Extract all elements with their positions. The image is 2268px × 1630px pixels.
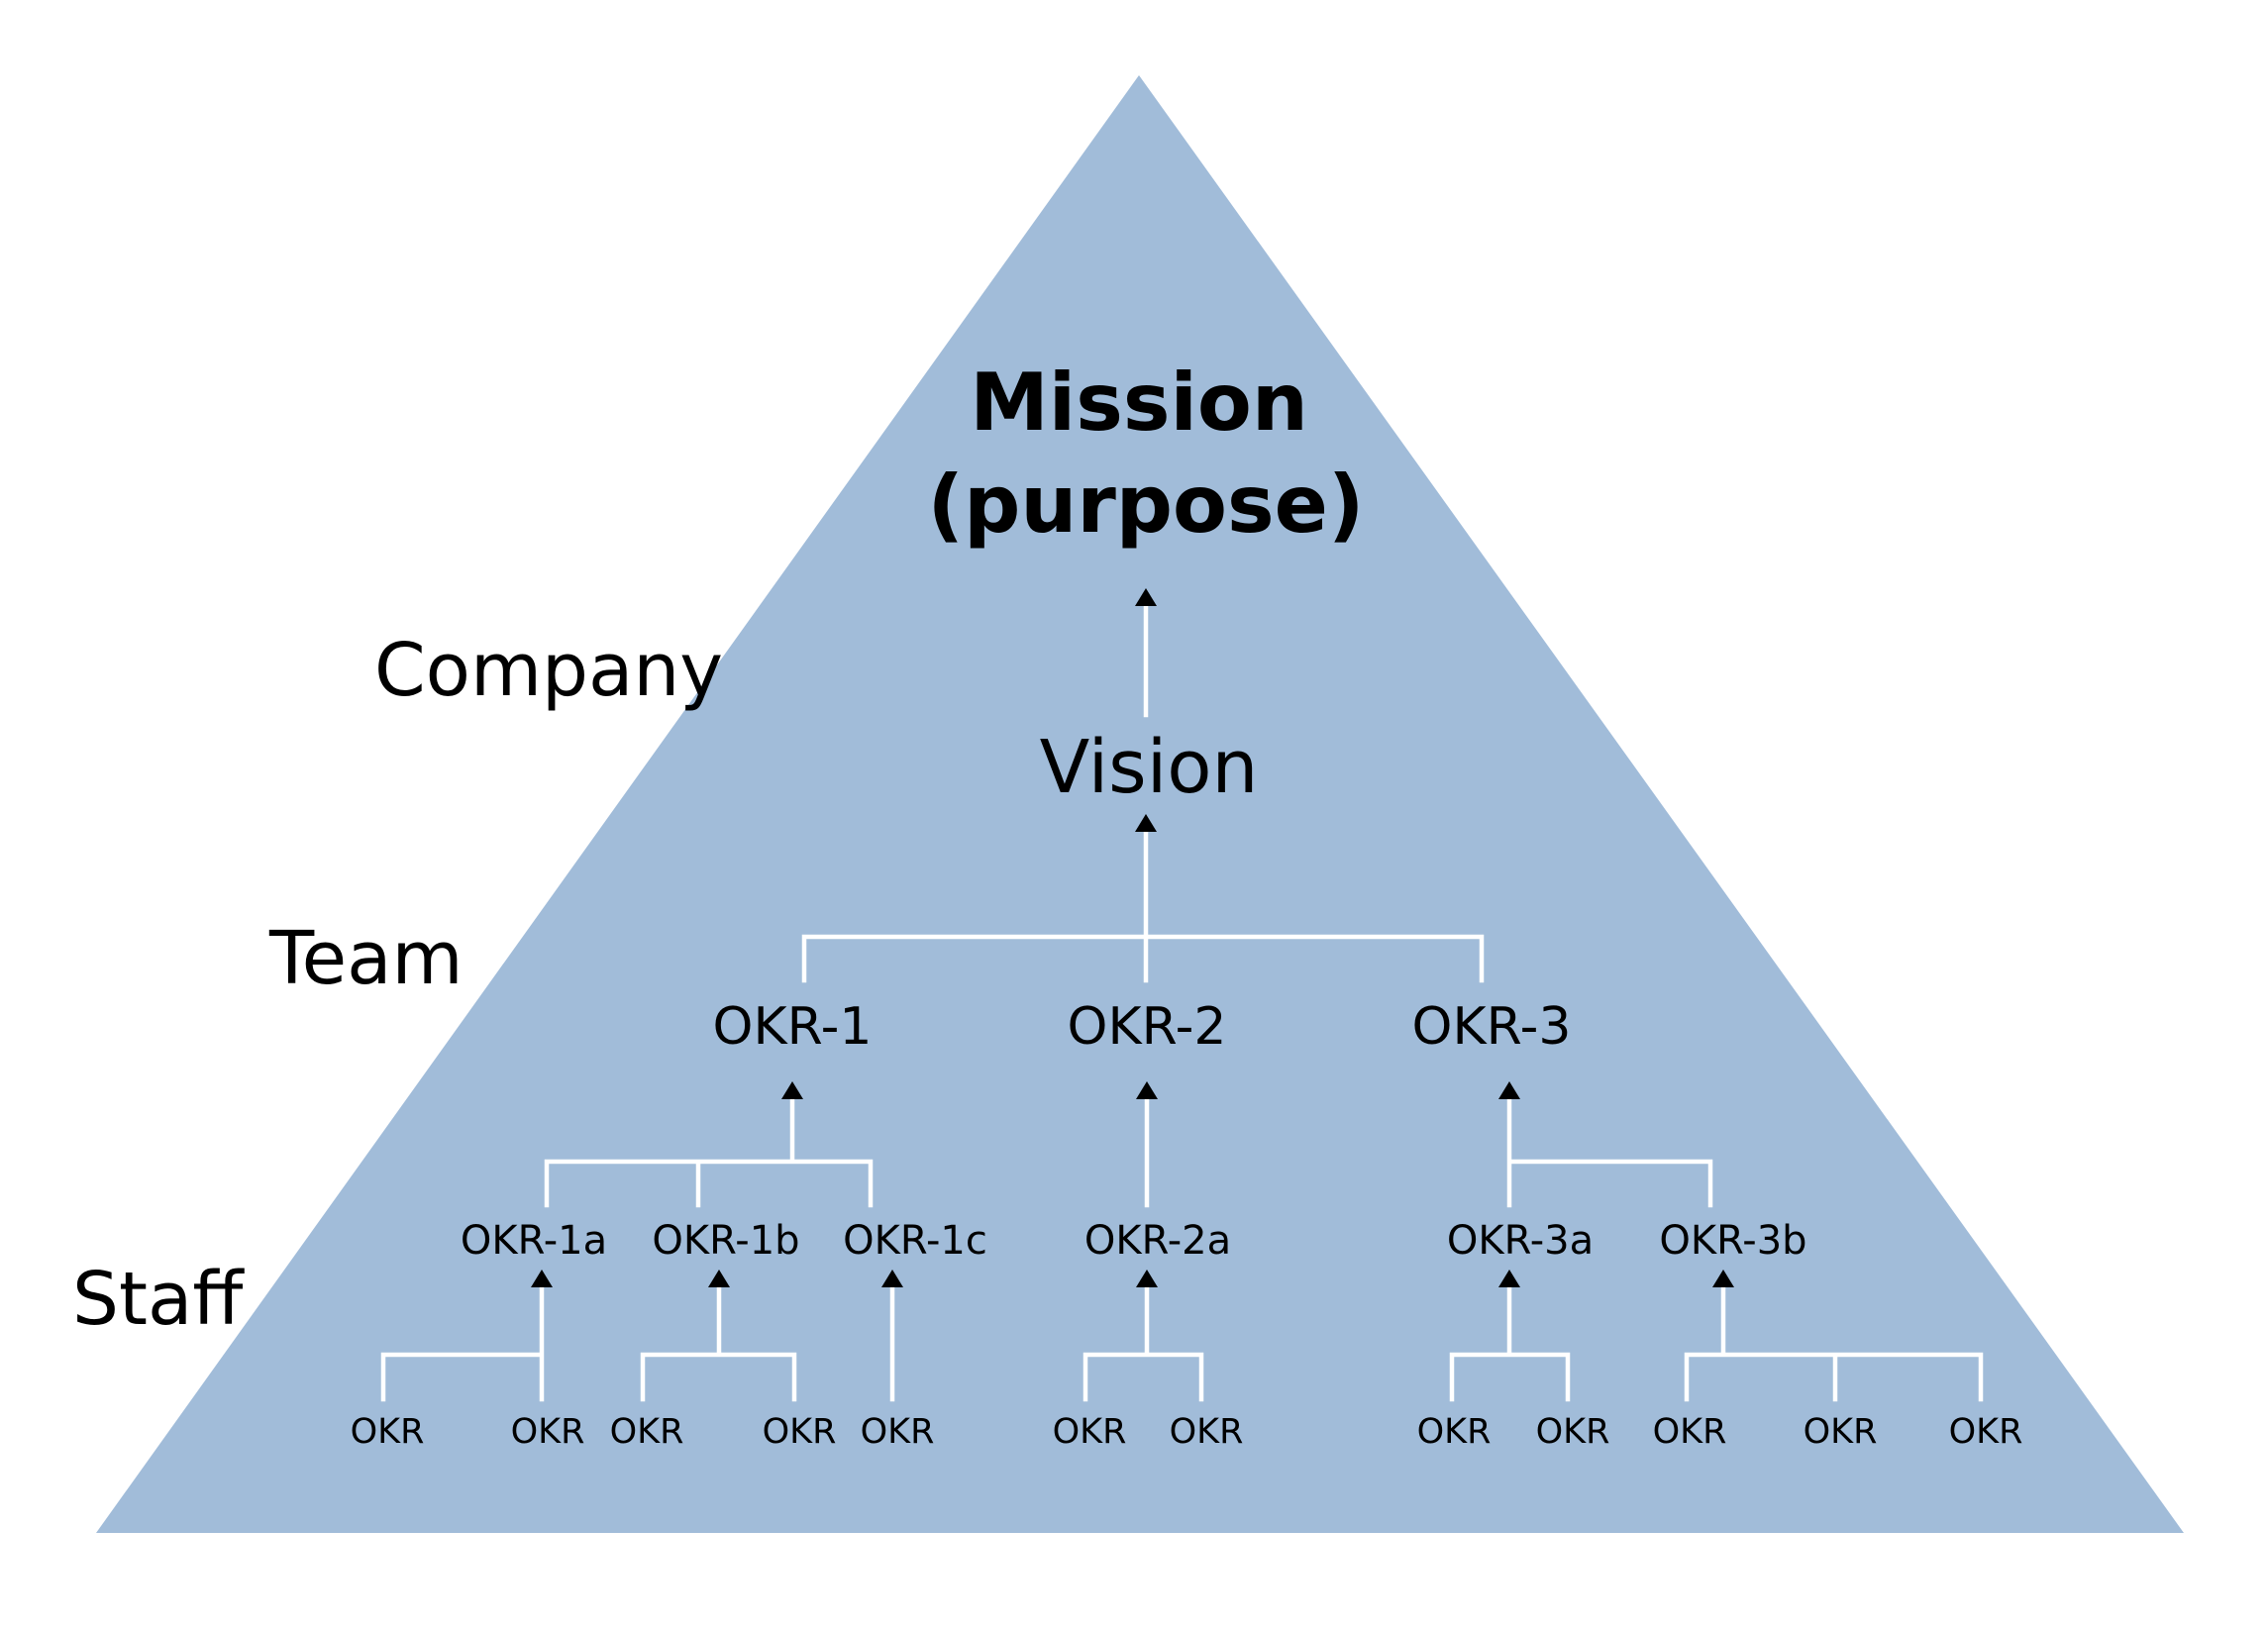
individual-okr-label: OKR <box>1804 1412 1878 1452</box>
arrowhead-to-okr3b <box>1712 1270 1734 1287</box>
individual-okr-label: OKR <box>763 1412 837 1452</box>
vision-label: Vision <box>1040 725 1259 810</box>
individual-okr-label: OKR <box>1170 1412 1244 1452</box>
arrowhead-to-okr3 <box>1498 1081 1520 1099</box>
individual-okr-label: OKR <box>610 1412 684 1452</box>
individual-okr-label: OKR <box>351 1412 425 1452</box>
level-label-company: Company <box>374 628 723 713</box>
individual-okr-label: OKR <box>1417 1412 1492 1452</box>
staff-okr-label: OKR-2a <box>1084 1218 1231 1264</box>
arrowhead-to-okr2a <box>1136 1270 1158 1287</box>
connector-lines <box>380 603 1984 1402</box>
arrowheads <box>531 588 1734 1287</box>
connector-team-to-vision <box>801 829 1485 983</box>
staff-okr-label: OKR-3b <box>1659 1218 1806 1264</box>
arrowhead-to-okr3a <box>1498 1270 1520 1287</box>
staff-okr-label: OKR-1c <box>843 1218 987 1264</box>
arrowhead-to-okr1c <box>881 1270 903 1287</box>
connector-leaves-okr1b <box>640 1284 797 1402</box>
individual-okr-label: OKR <box>1949 1412 2023 1452</box>
individual-okr-label: OKR <box>1053 1412 1127 1452</box>
individual-okr-label: OKR <box>1653 1412 1727 1452</box>
individual-okr-label: OKR <box>1536 1412 1610 1452</box>
level-label-staff: Staff <box>72 1257 245 1342</box>
arrowhead-to-okr1 <box>781 1081 803 1099</box>
individual-okr-label: OKR <box>861 1412 935 1452</box>
mission-label: Mission <box>970 357 1308 449</box>
connector-leaves-okr2a <box>1082 1284 1204 1402</box>
staff-okr-label: OKR-3a <box>1447 1218 1594 1264</box>
level-label-team: Team <box>268 916 464 1001</box>
connector-leaves-okr1a <box>380 1284 545 1402</box>
arrowhead-to-okr2 <box>1136 1081 1158 1099</box>
pyramid-triangle <box>96 75 2184 1533</box>
staff-okr-label: OKR-1a <box>461 1218 607 1264</box>
team-okr-label: OKR-2 <box>1068 997 1227 1057</box>
connector-okr1-bracket <box>544 1096 874 1208</box>
team-okr-label: OKR-1 <box>713 997 873 1057</box>
individual-okr-label: OKR <box>511 1412 585 1452</box>
arrowhead-to-vision <box>1135 814 1157 832</box>
team-okr-label: OKR-3 <box>1412 997 1572 1057</box>
arrowhead-to-okr1a <box>531 1270 553 1287</box>
connector-leaves-okr3a <box>1449 1284 1571 1402</box>
connector-okr3-bracket <box>1506 1096 1713 1208</box>
staff-okr-label: OKR-1b <box>652 1218 799 1264</box>
connector-leaves-okr3b <box>1684 1284 1984 1402</box>
arrowhead-to-mission <box>1135 588 1157 606</box>
purpose-label: (purpose) <box>928 458 1365 551</box>
arrowhead-to-okr1b <box>708 1270 730 1287</box>
